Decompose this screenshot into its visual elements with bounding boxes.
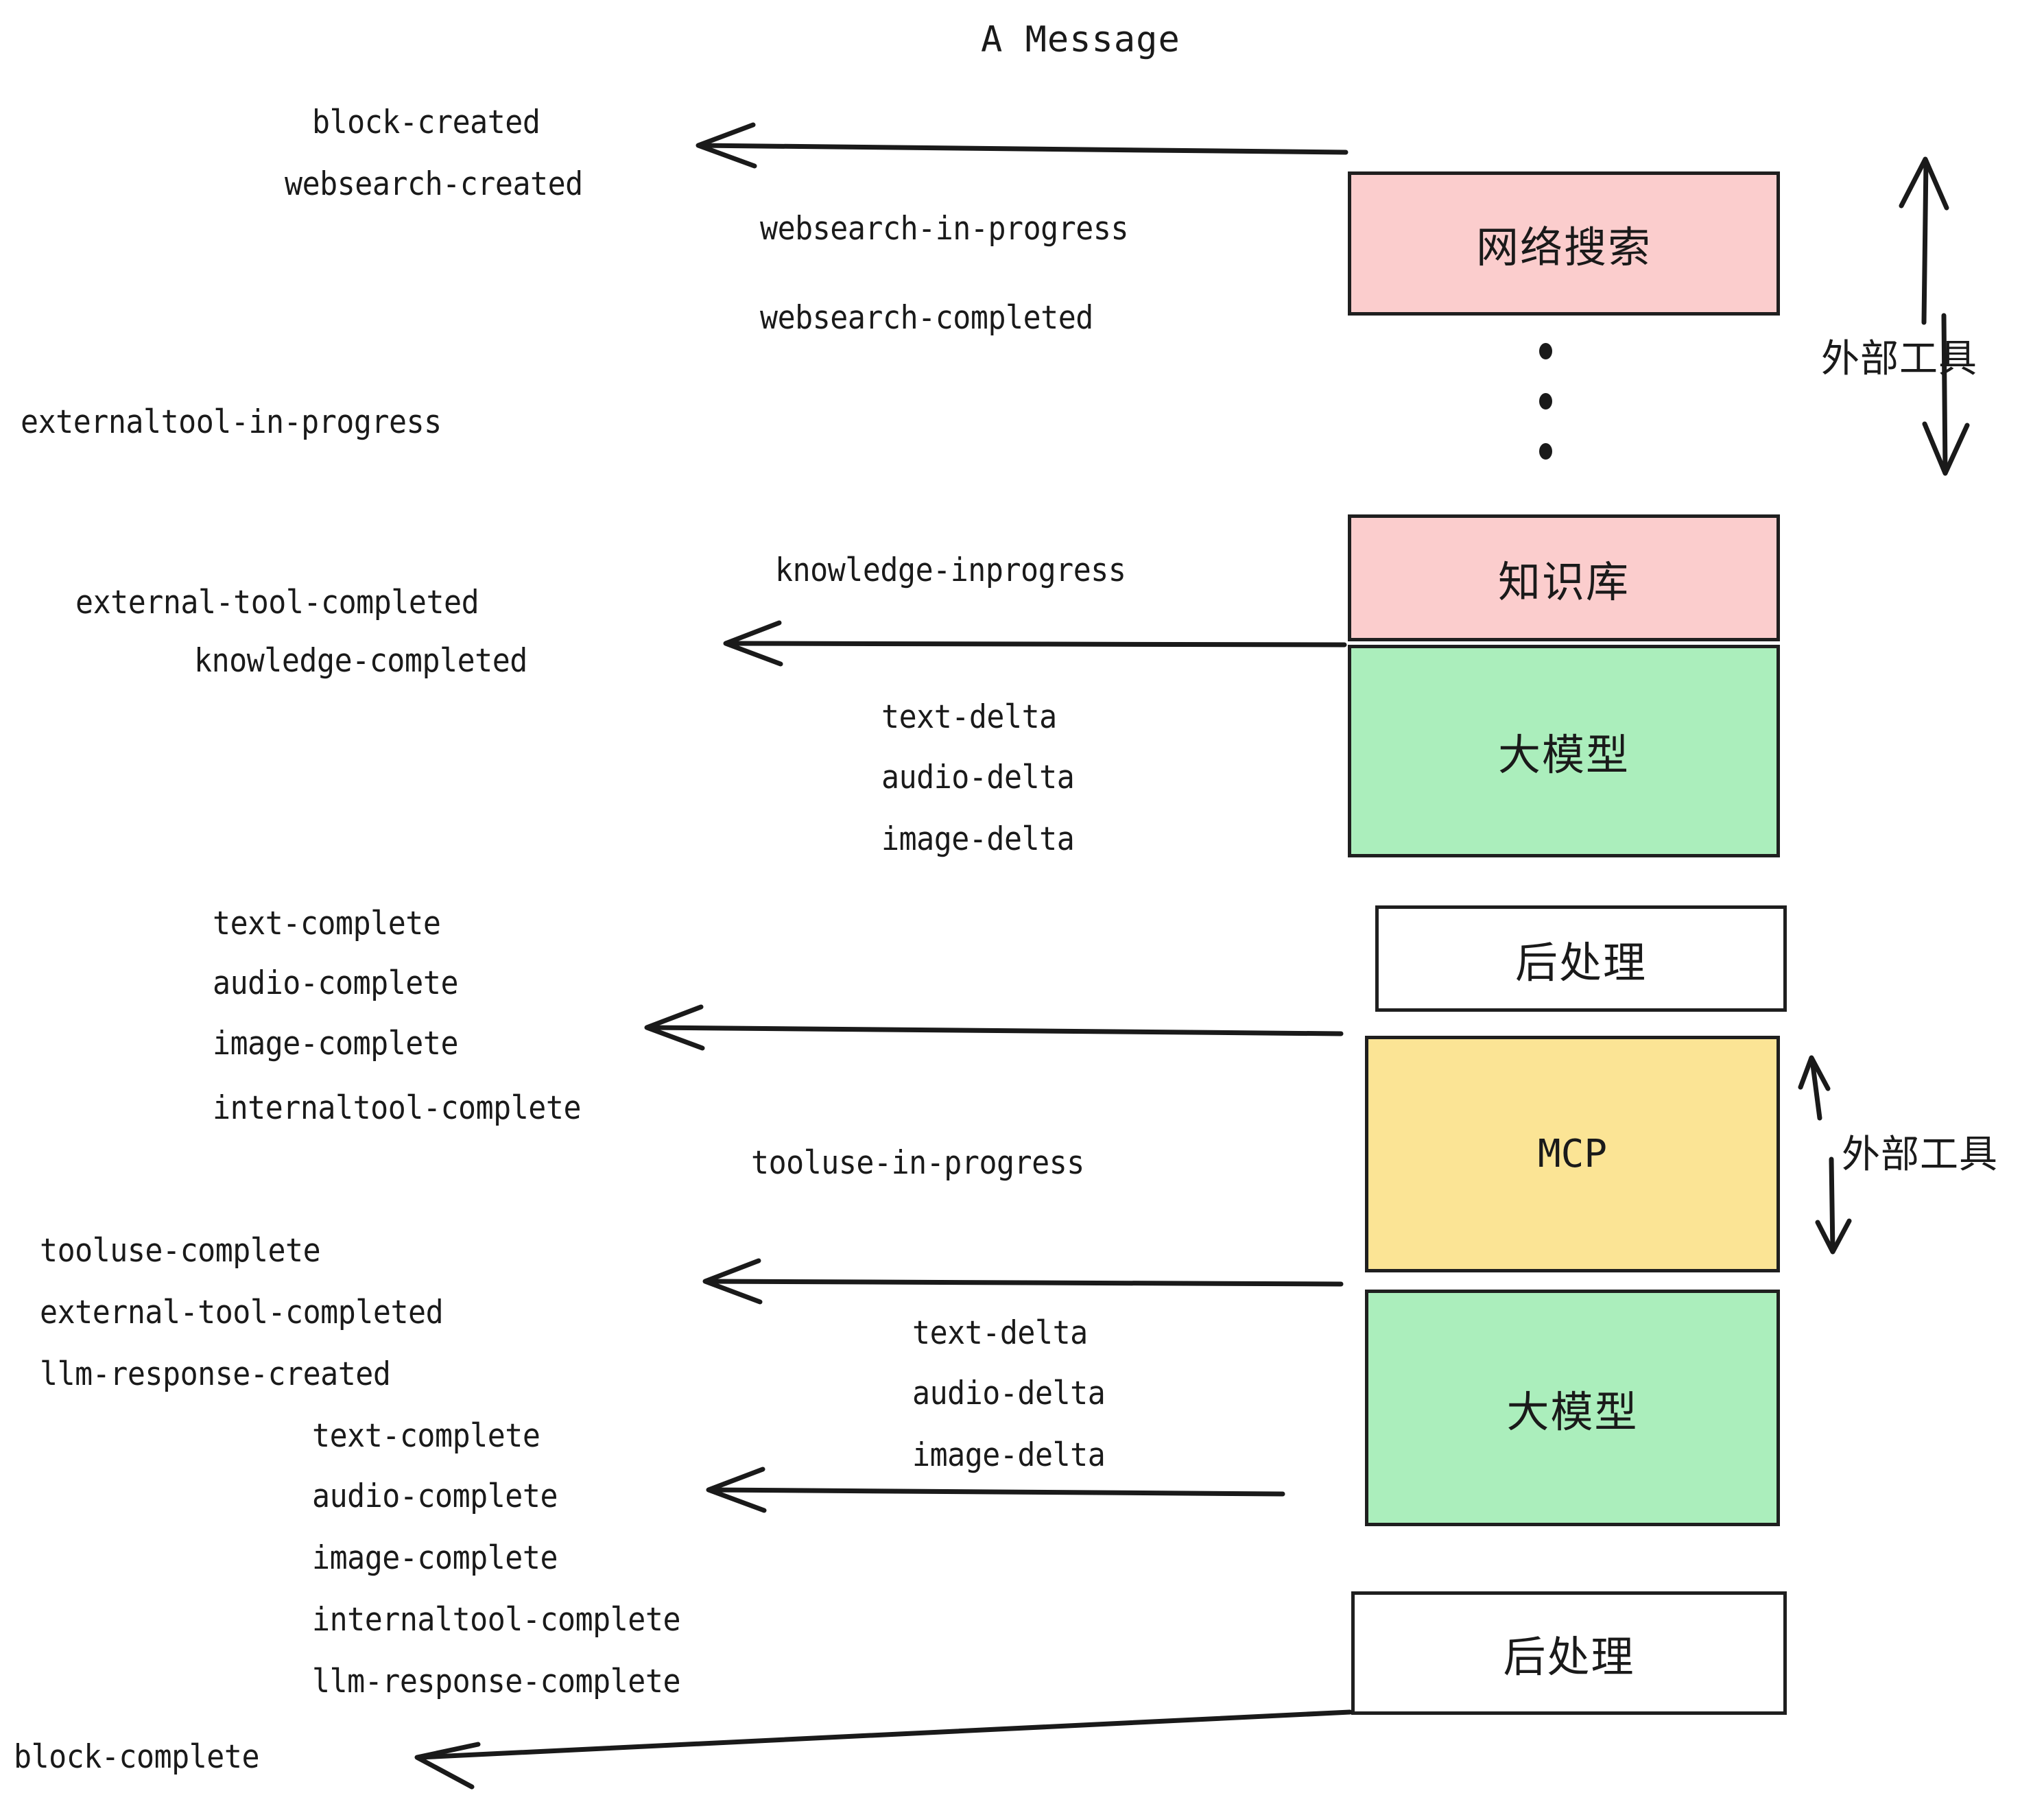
event-internaltool-complete-2: internaltool-complete xyxy=(312,1601,681,1639)
event-knowledge-inprogress: knowledge-inprogress xyxy=(775,551,1126,589)
event-externaltool-in-progress: externaltool-in-progress xyxy=(21,403,442,441)
event-text-complete-2: text-complete xyxy=(312,1417,540,1455)
event-image-complete-1: image-complete xyxy=(213,1025,459,1063)
event-text-delta-1: text-delta xyxy=(881,698,1057,736)
event-websearch-completed: websearch-completed xyxy=(760,299,1093,337)
event-audio-complete-2: audio-complete xyxy=(312,1477,558,1515)
box-llm-bottom[interactable]: 大模型 xyxy=(1365,1290,1780,1526)
vertical-ellipsis-icon xyxy=(1538,343,1552,460)
event-tooluse-complete: tooluse-complete xyxy=(40,1232,321,1270)
box-label: 后处理 xyxy=(1514,937,1647,988)
event-llm-response-created: llm-response-created xyxy=(40,1355,391,1393)
box-websearch[interactable]: 网络搜索 xyxy=(1348,171,1780,316)
box-label: MCP xyxy=(1537,1132,1608,1176)
arrow-external-tools-top-up xyxy=(1899,156,1949,325)
arrow-knowledge-to-completed xyxy=(723,620,1347,667)
event-tooluse-in-progress: tooluse-in-progress xyxy=(751,1144,1084,1182)
box-label: 后处理 xyxy=(1503,1632,1635,1682)
event-block-created: block-created xyxy=(312,104,540,141)
event-llm-response-complete: llm-response-complete xyxy=(312,1663,681,1700)
box-llm-top[interactable]: 大模型 xyxy=(1348,645,1780,857)
event-text-complete-1: text-complete xyxy=(213,905,441,942)
page-title: A Message xyxy=(981,19,1180,60)
event-websearch-in-progress: websearch-in-progress xyxy=(760,210,1129,248)
event-external-tool-completed-1: external-tool-completed xyxy=(75,584,479,621)
event-internaltool-complete-1: internaltool-complete xyxy=(213,1089,582,1127)
event-image-complete-2: image-complete xyxy=(312,1539,558,1577)
box-label: 知识库 xyxy=(1497,556,1630,607)
side-label-external-tools-bottom: 外部工具 xyxy=(1842,1132,1998,1177)
arrow-postprocess-to-image-complete xyxy=(644,1004,1344,1051)
arrow-websearch-to-block-created xyxy=(696,122,1348,169)
event-websearch-created: websearch-created xyxy=(285,165,583,203)
arrow-mcp-to-tooluse-complete xyxy=(702,1258,1344,1305)
box-label: 大模型 xyxy=(1506,1386,1639,1437)
box-label: 大模型 xyxy=(1497,730,1630,780)
event-knowledge-completed: knowledge-completed xyxy=(194,642,527,680)
event-external-tool-completed-2: external-tool-completed xyxy=(40,1294,444,1331)
arrow-postprocess-to-block-complete xyxy=(414,1709,1353,1790)
event-text-delta-2: text-delta xyxy=(912,1314,1088,1352)
box-knowledge[interactable]: 知识库 xyxy=(1348,514,1780,641)
event-block-complete: block-complete xyxy=(14,1738,260,1776)
event-audio-complete-1: audio-complete xyxy=(213,964,459,1002)
event-image-delta-1: image-delta xyxy=(881,820,1075,858)
event-image-delta-2: image-delta xyxy=(912,1436,1106,1474)
box-postprocess-top[interactable]: 后处理 xyxy=(1375,905,1787,1012)
event-audio-delta-2: audio-delta xyxy=(912,1375,1106,1412)
box-mcp[interactable]: MCP xyxy=(1365,1036,1780,1272)
event-audio-delta-1: audio-delta xyxy=(881,759,1075,796)
side-label-external-tools-top: 外部工具 xyxy=(1821,337,1977,381)
arrow-llm-to-audio-complete xyxy=(706,1467,1285,1513)
box-label: 网络搜索 xyxy=(1475,222,1652,272)
box-postprocess-bottom[interactable]: 后处理 xyxy=(1351,1591,1787,1715)
arrow-external-tools-bottom-up xyxy=(1798,1055,1831,1121)
